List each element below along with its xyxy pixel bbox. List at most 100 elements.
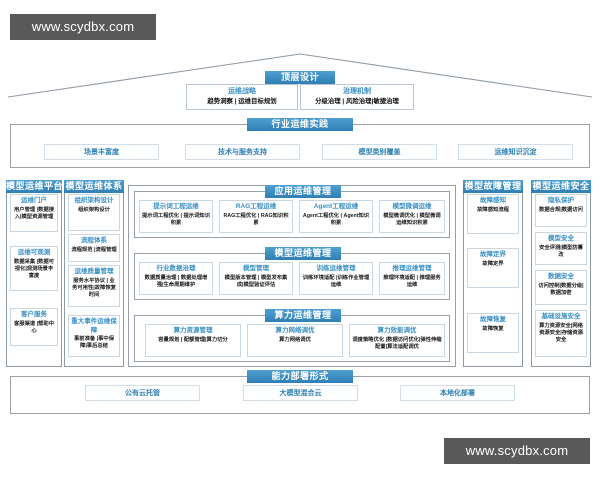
security-item-privacy-sub: 数据合规|数据访问 xyxy=(539,206,583,213)
model-ops-item-inference-title: 推理运维管理 xyxy=(392,265,432,272)
banner-model-ops: 模型运维管理 xyxy=(265,247,341,260)
model-ops-item-inference[interactable]: 推理运维管理 推理环境适配 | 推理服务运维 xyxy=(379,262,445,295)
app-ops-item-rag-sub: RAG工程优化 | RAG知识积累 xyxy=(223,212,289,226)
security-item-data-security[interactable]: 数据安全 访问控制|数据分级|数据加密 xyxy=(535,270,587,305)
compute-ops-item-network[interactable]: 算力网络调优 算力网络调优 xyxy=(247,324,343,357)
compute-ops-item-efficiency-sub: 调度策略优化 |数据访问优化|弹性伸缩配置|算法适配调优 xyxy=(352,336,442,350)
top-design-box-governance-title: 治理机制 xyxy=(343,88,371,95)
security-item-data-security-title: 数据安全 xyxy=(548,273,574,280)
banner-top-design: 顶层设计 xyxy=(265,71,335,84)
security-item-infrastructure-title: 基础设施安全 xyxy=(541,313,581,320)
fault-item-localization[interactable]: 故障定界 故障定界 xyxy=(467,248,519,288)
security-item-privacy[interactable]: 隐私保护 数据合规|数据访问 xyxy=(535,194,587,227)
banner-compute-ops: 算力运维管理 xyxy=(265,309,341,322)
app-ops-item-prompt-title: 提示词工程运维 xyxy=(153,203,199,210)
system-item-org-design-sub: 组织架构设计 xyxy=(78,206,110,213)
app-ops-item-agent-title: Agent工程运维 xyxy=(313,203,359,210)
fault-item-recovery-title: 故障恢复 xyxy=(480,316,506,323)
system-item-quality-title: 运维质量管理 xyxy=(74,268,114,275)
banner-security-column: 模型运维安全 xyxy=(531,180,591,193)
top-design-box-governance-sub: 分级治理 | 风险治理|敏捷治理 xyxy=(315,98,399,105)
compute-ops-item-efficiency[interactable]: 算力效能调优 调度策略优化 |数据访问优化|弹性伸缩配置|算法适配调优 xyxy=(349,324,445,357)
compute-ops-item-resource-sub: 容量规划 | 配额管理|算力切分 xyxy=(158,336,228,343)
model-ops-item-model-management-sub: 模型版本管理 | 模型发布集成|模型验证评估 xyxy=(224,274,288,288)
fault-item-localization-title: 故障定界 xyxy=(480,251,506,258)
model-ops-item-data-governance-sub: 数据质量治理 | 数据处理增强|生命周期维护 xyxy=(144,274,208,288)
platform-item-portal-sub: 用户管理 |数据接入|模型资源管理 xyxy=(13,206,55,220)
top-design-box-strategy[interactable]: 运维战略 趋势洞察 | 运维目标规划 xyxy=(186,84,298,110)
security-item-data-security-sub: 访问控制|数据分级|数据加密 xyxy=(538,282,584,296)
security-item-model-security[interactable]: 模型安全 安全评测|模型防篡改 xyxy=(535,232,587,265)
security-item-privacy-title: 隐私保护 xyxy=(548,197,574,204)
system-item-process-sub: 流程规范 |流程管理 xyxy=(71,246,117,253)
security-item-model-security-sub: 安全评测|模型防篡改 xyxy=(539,244,583,258)
model-ops-item-training-sub: 训练环境适配 |训练作业管理运维 xyxy=(302,274,370,288)
watermark-top: www.scydbx.com xyxy=(10,14,156,40)
banner-deployment: 能力部署形式 xyxy=(247,370,353,383)
app-ops-item-rag[interactable]: RAG工程运维 RAG工程优化 | RAG知识积累 xyxy=(219,200,293,233)
roof-shape xyxy=(7,53,593,98)
system-item-process-title: 流程体系 xyxy=(81,237,107,244)
platform-item-portal[interactable]: 运维门户 用户管理 |数据接入|模型资源管理 xyxy=(10,194,58,232)
model-ops-item-inference-sub: 推理环境适配 | 推理服务运维 xyxy=(383,274,441,288)
platform-item-customer-service[interactable]: 客户服务 客服渠道 |帮助中心 xyxy=(10,308,58,346)
compute-ops-item-network-title: 算力网络调优 xyxy=(275,327,315,334)
fault-item-recovery[interactable]: 故障恢复 故障恢复 xyxy=(467,313,519,353)
app-ops-item-finetune-title: 模型微调运维 xyxy=(392,203,432,210)
app-ops-item-prompt[interactable]: 提示词工程运维 提示词工程优化 | 提示词知识积累 xyxy=(139,200,213,233)
system-item-org-design-title: 组织架构设计 xyxy=(74,197,114,204)
system-item-process[interactable]: 流程体系 流程规范 |流程管理 xyxy=(68,234,120,262)
practice-item-scene[interactable]: 场景丰富度 xyxy=(44,144,159,160)
banner-platform-column: 模型运维平台 xyxy=(6,180,64,193)
compute-ops-item-resource[interactable]: 算力资源管理 容量规划 | 配额管理|算力切分 xyxy=(145,324,241,357)
model-ops-item-training-title: 训练运维管理 xyxy=(316,265,356,272)
system-item-quality-sub: 服务水平协议 | 业务可用性|故障恢复时间 xyxy=(72,277,116,298)
platform-item-observability[interactable]: 运维可观测 数据采集 |数据可视化|观测场景丰富度 xyxy=(10,246,58,291)
top-design-box-strategy-title: 运维战略 xyxy=(228,88,256,95)
app-ops-item-finetune[interactable]: 模型微调运维 模型微调优化 | 模型微调运维知识积累 xyxy=(379,200,445,233)
security-item-model-security-title: 模型安全 xyxy=(548,235,574,242)
model-ops-item-data-governance-title: 行业数据治理 xyxy=(156,265,196,272)
system-item-major-event[interactable]: 重大事件运维保障 事前准备 |事中保障|事后总结 xyxy=(68,315,120,357)
app-ops-item-prompt-sub: 提示词工程优化 | 提示词知识积累 xyxy=(142,212,210,226)
banner-app-ops: 应用运维管理 xyxy=(265,185,341,198)
fault-item-localization-sub: 故障定界 xyxy=(482,260,504,267)
deployment-item-public-cloud[interactable]: 公有云托管 xyxy=(85,385,200,401)
practice-item-model-coverage[interactable]: 模型类别覆盖 xyxy=(322,144,437,160)
deployment-item-hybrid-cloud[interactable]: 大模型混合云 xyxy=(243,385,358,401)
fault-item-detection-title: 故障感知 xyxy=(480,197,506,204)
platform-item-observability-title: 运维可观测 xyxy=(17,249,51,256)
model-ops-item-data-governance[interactable]: 行业数据治理 数据质量治理 | 数据处理增强|生命周期维护 xyxy=(139,262,213,295)
platform-item-customer-service-sub: 客服渠道 |帮助中心 xyxy=(13,320,55,334)
app-ops-item-agent[interactable]: Agent工程运维 Agent工程优化 | Agent知识积累 xyxy=(299,200,373,233)
fault-item-recovery-sub: 故障恢复 xyxy=(482,325,504,332)
system-item-major-event-title: 重大事件运维保障 xyxy=(71,318,117,334)
app-ops-item-agent-sub: Agent工程优化 | Agent知识积累 xyxy=(302,212,370,226)
banner-industry-practice: 行业运维实践 xyxy=(247,118,353,131)
banner-system-column: 模型运维体系 xyxy=(64,180,124,193)
model-ops-item-training[interactable]: 训练运维管理 训练环境适配 |训练作业管理运维 xyxy=(299,262,373,295)
platform-item-observability-sub: 数据采集 |数据可视化|观测场景丰富度 xyxy=(13,258,55,279)
compute-ops-item-network-sub: 算力网络调优 xyxy=(279,336,311,343)
top-design-box-strategy-sub: 趋势洞察 | 运维目标规划 xyxy=(207,98,277,105)
system-item-major-event-sub: 事前准备 |事中保障|事后总结 xyxy=(73,336,115,350)
model-ops-item-model-management-title: 模型管理 xyxy=(243,265,269,272)
model-ops-item-model-management[interactable]: 模型管理 模型版本管理 | 模型发布集成|模型验证评估 xyxy=(219,262,293,295)
app-ops-item-finetune-sub: 模型微调优化 | 模型微调运维知识积累 xyxy=(383,212,441,226)
compute-ops-item-resource-title: 算力资源管理 xyxy=(173,327,213,334)
app-ops-item-rag-title: RAG工程运维 xyxy=(235,203,277,210)
security-item-infrastructure[interactable]: 基础设施安全 算力资源安全|网络资源安全|存储资源安全 xyxy=(535,310,587,357)
security-item-infrastructure-sub: 算力资源安全|网络资源安全|存储资源安全 xyxy=(539,322,583,343)
deployment-item-on-premise[interactable]: 本地化部署 xyxy=(400,385,515,401)
platform-item-customer-service-title: 客户服务 xyxy=(21,311,47,318)
compute-ops-item-efficiency-title: 算力效能调优 xyxy=(377,327,417,334)
top-design-box-governance[interactable]: 治理机制 分级治理 | 风险治理|敏捷治理 xyxy=(300,84,414,110)
watermark-bottom: www.scydbx.com xyxy=(444,438,590,464)
practice-item-tech-service[interactable]: 技术与服务支持 xyxy=(185,144,300,160)
system-item-org-design[interactable]: 组织架构设计 组织架构设计 xyxy=(68,194,120,231)
system-item-quality[interactable]: 运维质量管理 服务水平协议 | 业务可用性|故障恢复时间 xyxy=(68,265,120,307)
fault-item-detection[interactable]: 故障感知 故障感知流程 xyxy=(467,194,519,234)
fault-item-detection-sub: 故障感知流程 xyxy=(477,206,509,213)
platform-item-portal-title: 运维门户 xyxy=(21,197,47,204)
practice-item-knowledge[interactable]: 运维知识沉淀 xyxy=(458,144,573,160)
